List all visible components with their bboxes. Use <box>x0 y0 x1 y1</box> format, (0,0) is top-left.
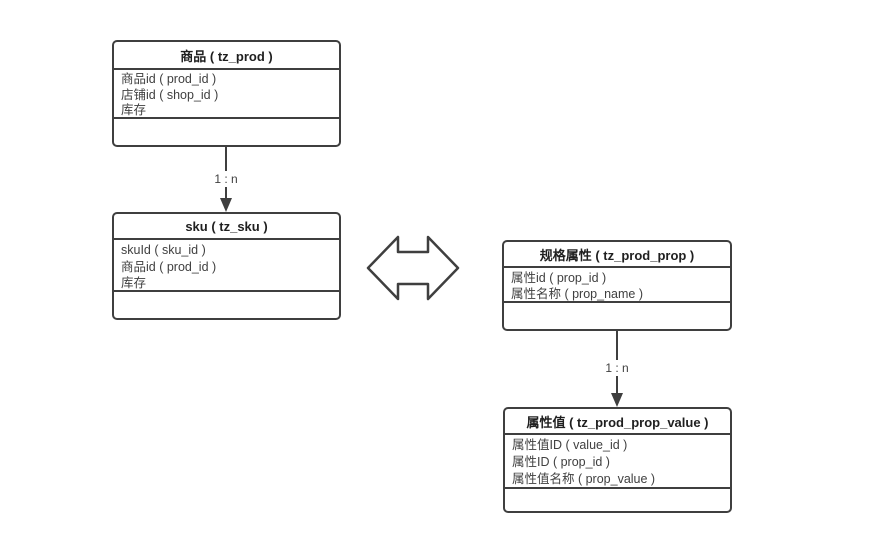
entity-field: 属性ID ( prop_id ) <box>512 455 610 469</box>
entity-field: 店铺id ( shop_id ) <box>121 87 219 102</box>
entity-empty-row <box>114 119 339 145</box>
entity-title-prod: 商品 ( tz_prod ) <box>114 42 339 70</box>
entity-table-sku: sku ( tz_sku ) skuId ( sku_id ) 商品id ( p… <box>112 212 341 320</box>
entity-field: 属性名称 ( prop_name ) <box>511 287 643 301</box>
entity-empty-row <box>114 292 339 318</box>
entity-field: 商品id ( prod_id ) <box>121 259 217 274</box>
arrowhead-down-icon <box>220 198 232 212</box>
entity-table-prod-prop: 规格属性 ( tz_prod_prop ) 属性id ( prop_id ) 属… <box>502 240 732 331</box>
entity-field: 商品id ( prod_id ) <box>121 72 217 86</box>
entity-empty-row <box>504 303 730 329</box>
entity-fields-prod-prop: 属性id ( prop_id ) 属性名称 ( prop_name ) <box>504 268 730 303</box>
entity-field: 属性id ( prop_id ) <box>511 271 607 285</box>
left-right-arrow-icon <box>366 235 460 301</box>
entity-title-prod-prop: 规格属性 ( tz_prod_prop ) <box>504 242 730 268</box>
entity-field: skuId ( sku_id ) <box>121 243 206 257</box>
entity-field: 属性值名称 ( prop_value ) <box>512 472 656 486</box>
entity-title-sku: sku ( tz_sku ) <box>114 214 339 240</box>
relation-label: 1 : n <box>602 360 632 376</box>
entity-field: 库存 <box>121 276 147 290</box>
entity-table-prod: 商品 ( tz_prod ) 商品id ( prod_id ) 店铺id ( s… <box>112 40 341 147</box>
arrowhead-down-icon <box>611 393 623 407</box>
entity-fields-sku: skuId ( sku_id ) 商品id ( prod_id ) 库存 <box>114 240 339 292</box>
entity-table-prod-prop-value: 属性值 ( tz_prod_prop_value ) 属性值ID ( value… <box>503 407 732 513</box>
entity-fields-prod: 商品id ( prod_id ) 店铺id ( shop_id ) 库存 <box>114 70 339 119</box>
entity-fields-prod-prop-value: 属性值ID ( value_id ) 属性ID ( prop_id ) 属性值名… <box>505 435 730 489</box>
entity-field: 属性值ID ( value_id ) <box>512 438 628 452</box>
entity-empty-row <box>505 489 730 511</box>
entity-field: 库存 <box>121 103 147 117</box>
entity-title-prod-prop-value: 属性值 ( tz_prod_prop_value ) <box>505 409 730 435</box>
relation-label: 1 : n <box>211 171 241 187</box>
